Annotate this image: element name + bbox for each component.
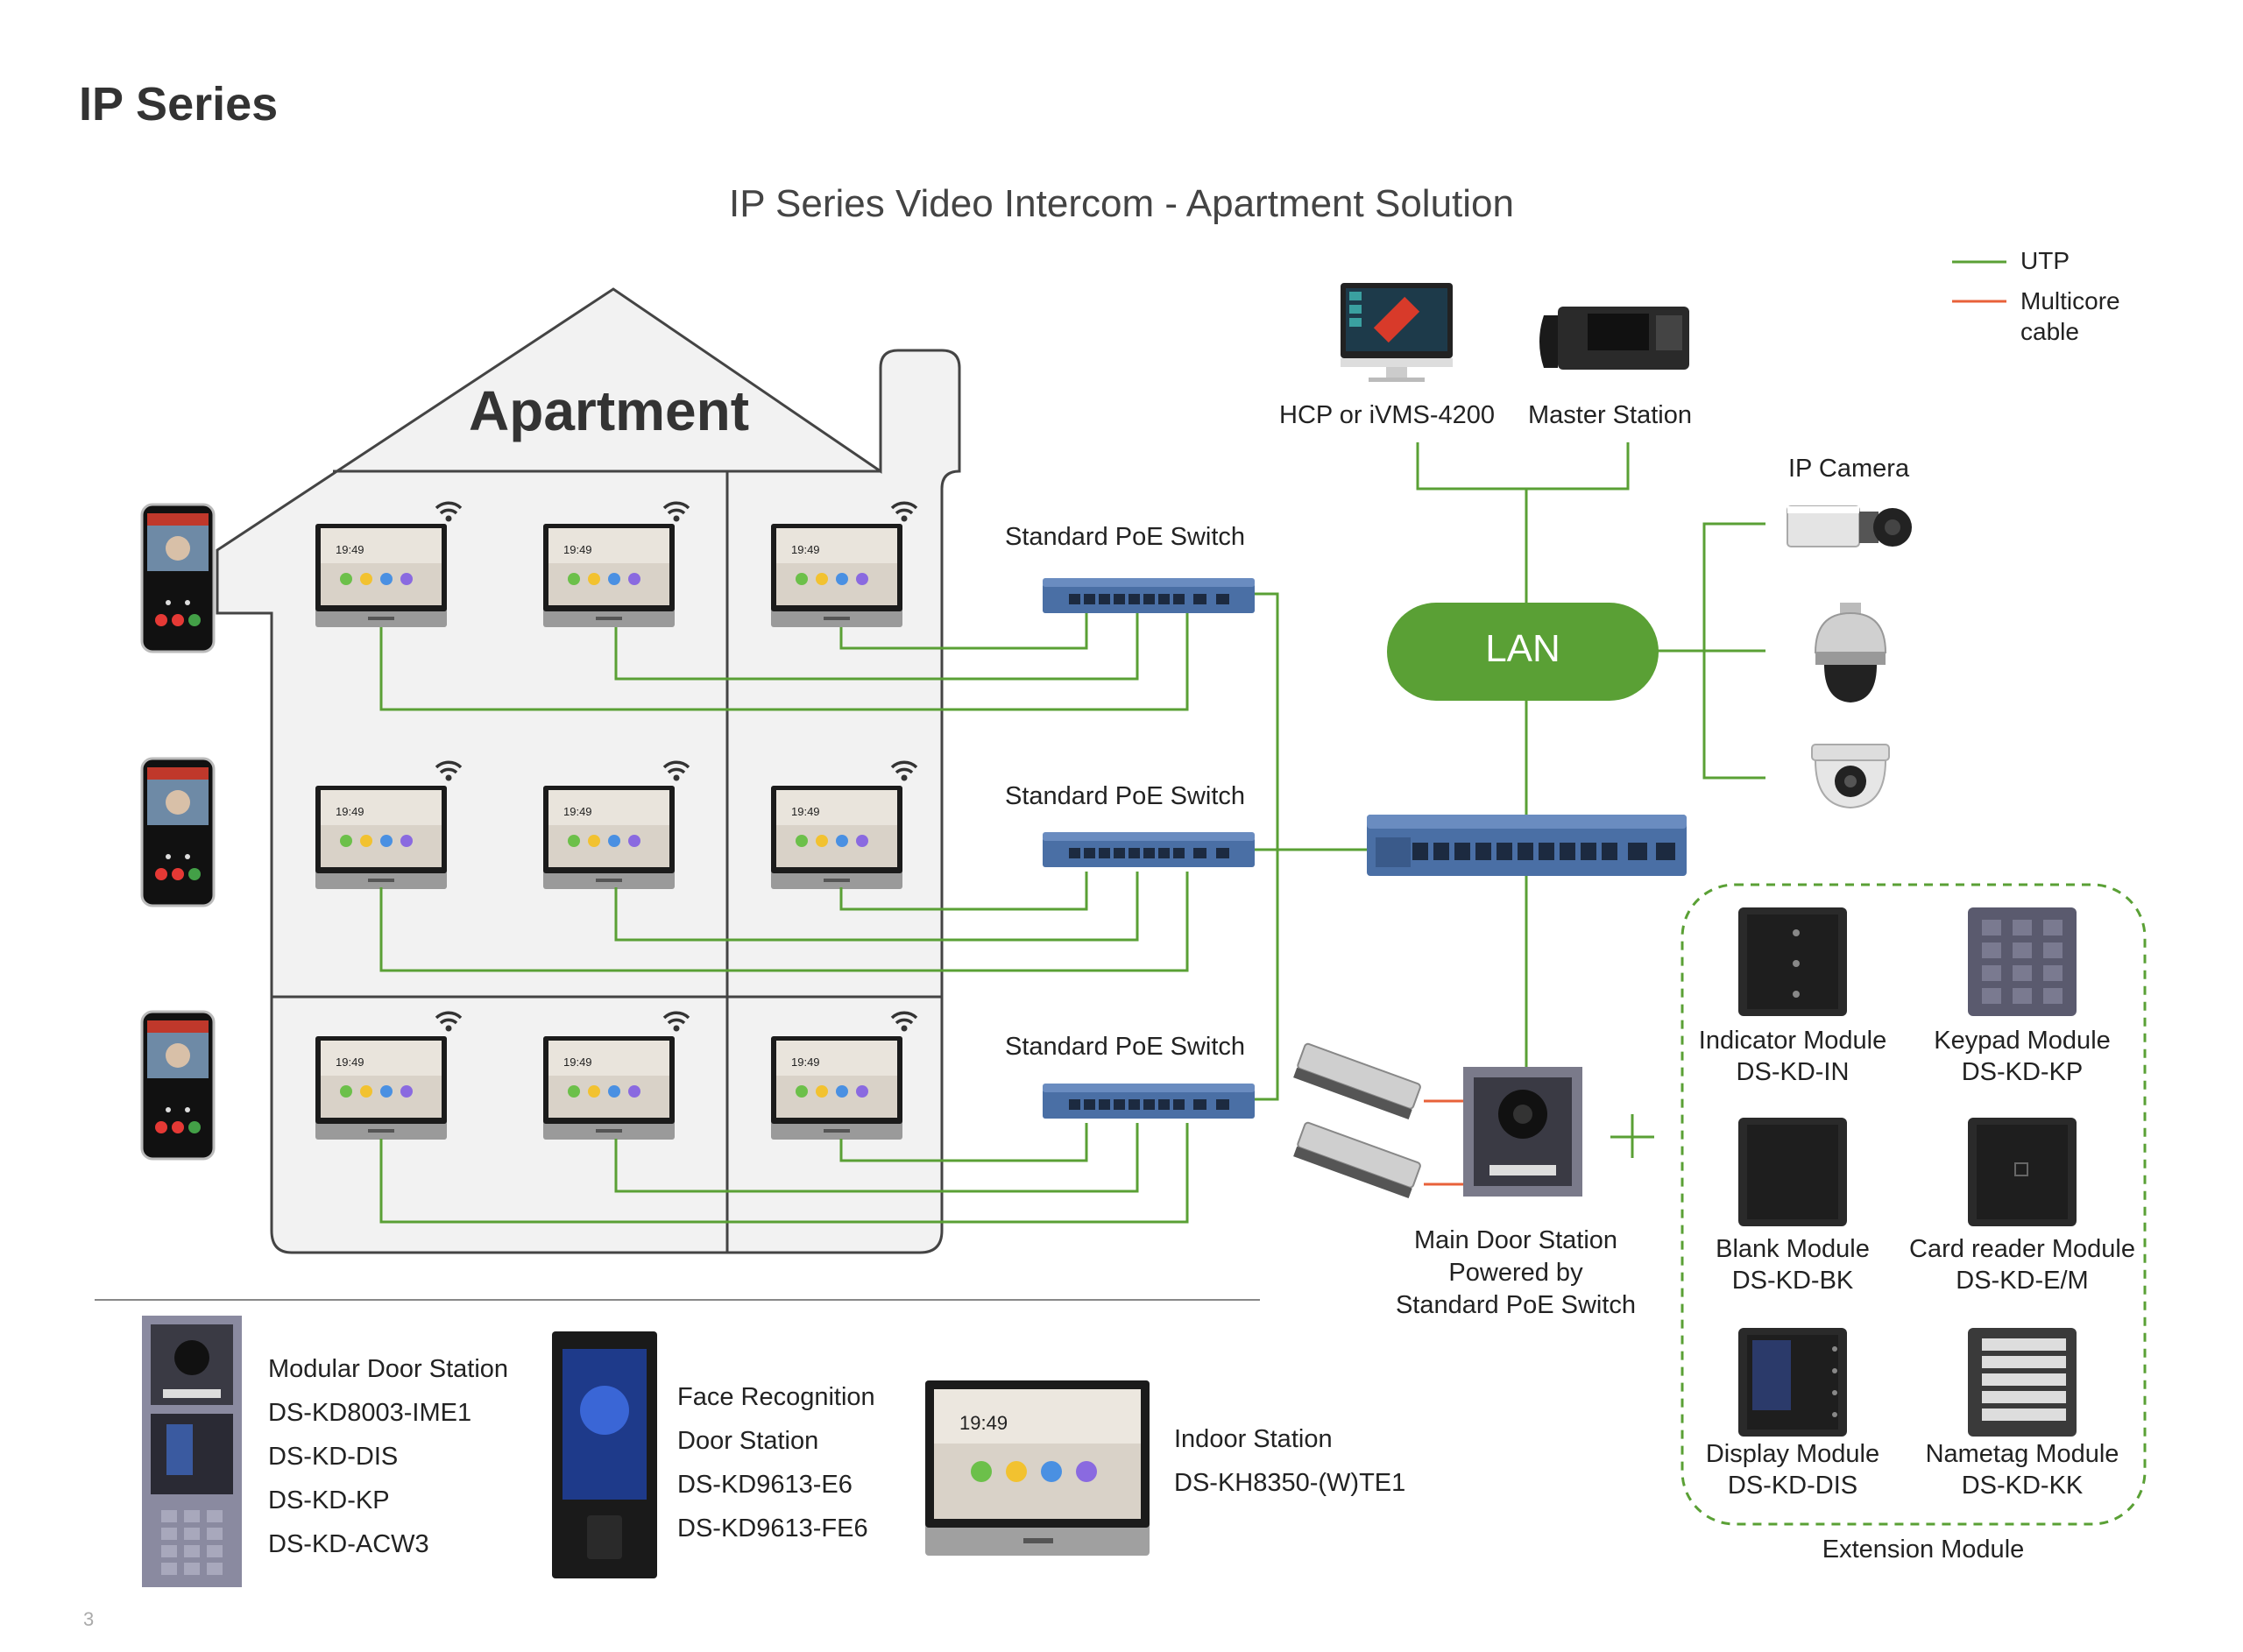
indicator-module-icon [1738, 907, 1847, 1016]
indoor-station-screen-time: 19:49 [959, 1412, 1008, 1434]
modular-door-station-icon [142, 1316, 242, 1587]
monitor-time: 19:49 [563, 1055, 592, 1069]
monitor-time: 19:49 [336, 543, 364, 556]
core-poe-switch [1367, 815, 1687, 876]
blank-module-icon [1738, 1118, 1847, 1226]
main-door-line2: Powered by [1448, 1259, 1583, 1287]
lan-label: LAN [1485, 627, 1560, 670]
legend-multicore-label-2: cable [2020, 318, 2079, 345]
module-name: Keypad Module [1934, 1027, 2111, 1055]
product-indoor-station: Indoor Station DS-KH8350-(W)TE1 [1174, 1417, 1405, 1505]
product-line: DS-KD-KP [268, 1486, 390, 1514]
lan-cloud [1387, 603, 1659, 701]
module-name: Blank Module [1716, 1235, 1870, 1263]
monitor-time: 19:49 [563, 805, 592, 818]
monitor-time: 19:49 [336, 1055, 364, 1069]
computer-icon [1341, 283, 1453, 382]
page-number: 3 [83, 1608, 95, 1630]
utp-wiring [379, 442, 1765, 1224]
product-modular-door-station: Modular Door Station DS-KD8003-IME1 DS-K… [268, 1347, 508, 1566]
module-model: DS-KD-KP [1961, 1058, 2084, 1086]
indoor-station-icon [925, 1380, 1150, 1556]
module-model: DS-KD-IN [1736, 1058, 1850, 1086]
product-line: DS-KH8350-(W)TE1 [1174, 1469, 1406, 1497]
monitor-time: 19:49 [563, 543, 592, 556]
main-door-station-icon [1463, 1067, 1582, 1197]
switch-label-floor3: Standard PoE Switch [1005, 1033, 1246, 1061]
module-name: Indicator Module [1698, 1027, 1887, 1055]
product-line: Door Station [677, 1427, 819, 1455]
poe-switch-floor1 [1043, 578, 1255, 613]
magnetic-lock-icon [1293, 1042, 1421, 1199]
product-line: Indoor Station [1174, 1425, 1333, 1453]
product-line: DS-KD9613-FE6 [677, 1514, 868, 1543]
poe-switch-floor3 [1043, 1084, 1255, 1119]
product-line: Face Recognition [677, 1383, 875, 1411]
product-line: DS-KD-DIS [268, 1443, 399, 1471]
module-name: Card reader Module [1909, 1235, 2135, 1263]
smartphone-icon [140, 1010, 216, 1161]
keypad-module-icon [1968, 907, 2077, 1016]
monitor-time: 19:49 [791, 1055, 820, 1069]
main-door-line3: Standard PoE Switch [1395, 1291, 1637, 1319]
monitor-time: 19:49 [336, 805, 364, 818]
display-module-icon [1738, 1328, 1847, 1437]
product-line: DS-KD9613-E6 [677, 1471, 853, 1499]
monitor-time: 19:49 [791, 543, 820, 556]
smartphone-icon [140, 757, 216, 907]
module-name: Nametag Module [1925, 1440, 2119, 1468]
box-camera-icon [1787, 505, 1912, 547]
page-title: IP Series [79, 78, 279, 131]
module-model: DS-KD-E/M [1956, 1267, 2089, 1295]
nametag-module-icon [1968, 1328, 2077, 1437]
module-model: DS-KD-BK [1731, 1267, 1854, 1295]
product-line: Modular Door Station [268, 1355, 509, 1383]
face-recognition-station-icon [552, 1331, 657, 1578]
module-name: Display Module [1705, 1440, 1880, 1468]
smartphone-icon [140, 503, 216, 653]
product-line: DS-KD8003-IME1 [268, 1399, 472, 1427]
master-station-icon [1539, 307, 1689, 370]
master-station-label: Master Station [1528, 401, 1692, 429]
indoor-monitors [315, 501, 918, 1140]
module-model: DS-KD-DIS [1727, 1472, 1858, 1500]
card-reader-module-icon [1968, 1118, 2077, 1226]
ip-camera-label: IP Camera [1788, 455, 1910, 483]
monitor-time: 19:49 [791, 805, 820, 818]
diagram-title: IP Series Video Intercom - Apartment Sol… [729, 182, 1514, 225]
speed-dome-camera-icon [1814, 603, 1887, 702]
apartment-label: Apartment [469, 379, 750, 442]
hcp-label: HCP or iVMS-4200 [1279, 401, 1496, 429]
extension-module-caption: Extension Module [1822, 1536, 2025, 1564]
dome-camera-icon [1811, 744, 1890, 809]
poe-switch-floor2 [1043, 832, 1255, 867]
legend-utp-label: UTP [2020, 247, 2070, 274]
switch-label-floor2: Standard PoE Switch [1005, 782, 1246, 810]
product-face-recognition: Face Recognition Door Station DS-KD9613-… [677, 1375, 875, 1550]
product-line: DS-KD-ACW3 [268, 1530, 429, 1558]
legend-multicore-label: Multicore [2020, 287, 2120, 314]
extension-module-box [1680, 883, 2147, 1526]
module-model: DS-KD-KK [1961, 1472, 2084, 1500]
main-door-line1: Main Door Station [1413, 1226, 1618, 1254]
switch-label-floor1: Standard PoE Switch [1005, 523, 1246, 551]
